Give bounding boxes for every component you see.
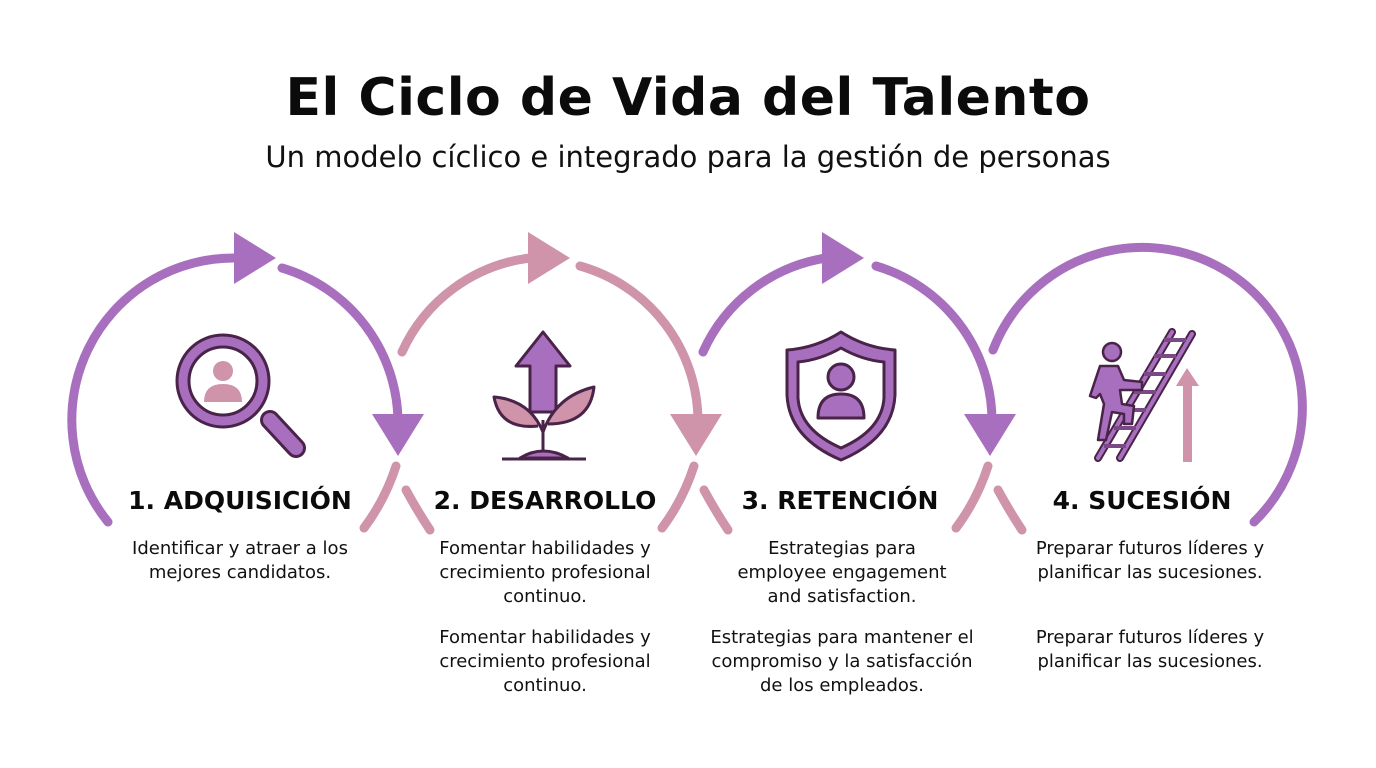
stage-description: Fomentar habilidades y crecimiento profe… — [439, 627, 651, 696]
connector-1-2 — [359, 461, 435, 535]
arrow-down-icon — [670, 414, 722, 456]
connector-3-4 — [951, 461, 1027, 535]
stage-description: Estrategias para mantener el compromiso … — [710, 627, 974, 696]
stage-description: Preparar futuros líderes y planificar la… — [1035, 538, 1265, 583]
magnifier-person-icon — [175, 333, 306, 458]
stage-description: Fomentar habilidades y crecimiento profe… — [439, 538, 651, 607]
stage-title-adquisicion: 1. ADQUISICIÓN — [128, 486, 352, 515]
arrow-right-icon — [234, 232, 276, 284]
cycle-arc-1 — [67, 253, 403, 527]
plant-growth-arrow-icon — [492, 330, 596, 461]
arrow-down-icon — [372, 414, 424, 456]
stage-description: Estrategias para employee engagement and… — [737, 538, 947, 607]
cycle-arc-2 — [397, 253, 703, 425]
cycle-arc-4 — [988, 242, 1307, 527]
arrow-right-icon — [822, 232, 864, 284]
connector-2-3 — [657, 461, 733, 535]
page-subtitle: Un modelo cíclico e integrado para la ge… — [265, 140, 1111, 174]
stage-title-retencion: 3. RETENCIÓN — [741, 486, 939, 515]
stage-description: Identificar y atraer a los mejores candi… — [132, 538, 348, 583]
stage-description: Preparar futuros líderes y planificar la… — [1035, 627, 1265, 672]
arrow-right-icon — [528, 232, 570, 284]
cycle-arc-3 — [698, 253, 997, 425]
shield-person-icon — [785, 330, 897, 462]
page-title: El Ciclo de Vida del Talento — [285, 68, 1091, 128]
stage-title-desarrollo: 2. DESARROLLO — [433, 486, 657, 515]
arrow-down-icon — [964, 414, 1016, 456]
person-climbing-ladder-icon — [1088, 328, 1196, 462]
stage-title-sucesion: 4. SUCESIÓN — [1052, 486, 1232, 515]
arrow-up-icon — [1176, 368, 1199, 462]
